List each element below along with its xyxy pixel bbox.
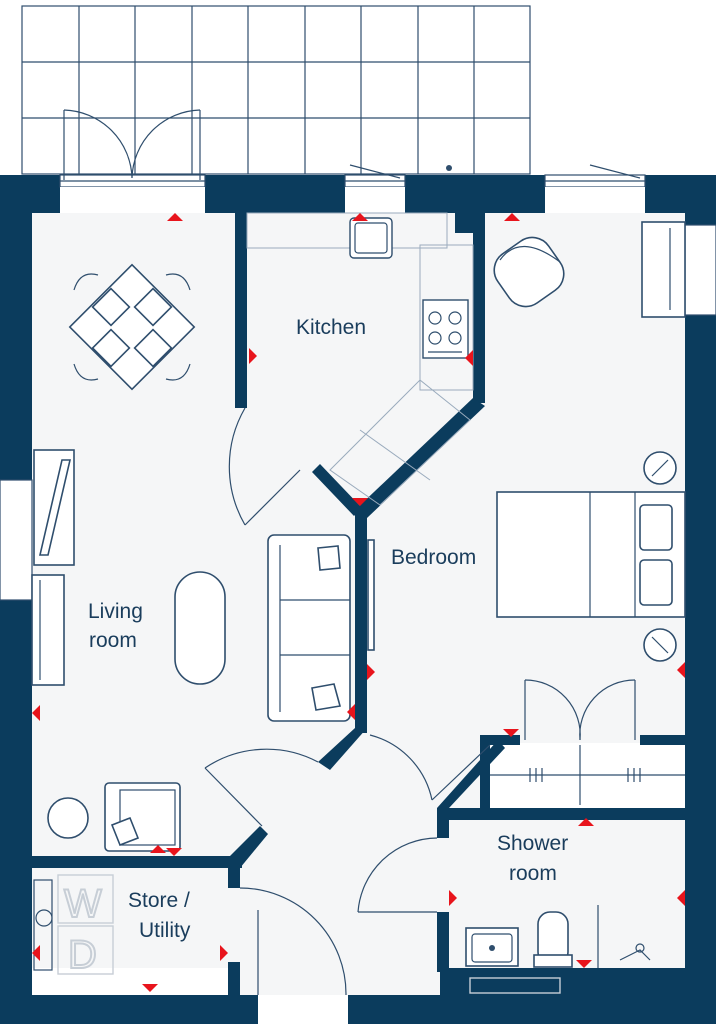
utility-cabinet bbox=[33, 879, 53, 971]
door-hall-shower bbox=[357, 837, 438, 913]
label-living-line2: room bbox=[89, 629, 137, 652]
balcony-paving-grid bbox=[21, 5, 531, 175]
label-shower-line2: room bbox=[509, 862, 557, 885]
dining-table bbox=[68, 263, 196, 391]
tv-unit bbox=[33, 449, 75, 566]
bedside-lamp-bottom bbox=[643, 628, 677, 662]
hob-icon bbox=[422, 299, 469, 359]
basin bbox=[465, 927, 519, 967]
label-bedroom: Bedroom bbox=[391, 546, 476, 569]
door-living-kitchen bbox=[228, 407, 301, 526]
front-door bbox=[239, 887, 347, 996]
toilet bbox=[533, 911, 573, 968]
label-store-line1: Store / bbox=[128, 889, 190, 912]
label-store-line2: Utility bbox=[139, 919, 191, 942]
balcony-french-doors bbox=[63, 109, 641, 180]
side-table bbox=[47, 797, 89, 839]
door-hall-bedroom bbox=[369, 734, 491, 801]
label-living-line1: Living bbox=[88, 600, 143, 623]
svg-text:W: W bbox=[64, 882, 102, 926]
cabinet bbox=[31, 574, 65, 686]
windows bbox=[0, 174, 716, 601]
sofa bbox=[267, 534, 351, 722]
built-in-wardrobe bbox=[490, 679, 685, 805]
bedside-lamp-top bbox=[643, 451, 677, 485]
double-bed bbox=[496, 491, 686, 618]
shower-tray bbox=[469, 977, 561, 994]
wardrobe bbox=[641, 221, 686, 318]
label-shower-line1: Shower bbox=[497, 832, 568, 855]
door-hall-living bbox=[204, 748, 319, 827]
armchair bbox=[104, 782, 181, 852]
svg-text:D: D bbox=[68, 933, 97, 977]
dryer: D bbox=[57, 925, 114, 978]
washing-machine: W bbox=[57, 874, 114, 927]
bedroom-chair bbox=[493, 236, 565, 308]
kitchen-units bbox=[246, 212, 474, 506]
shower-screen bbox=[597, 905, 651, 968]
coffee-table bbox=[174, 571, 226, 685]
label-kitchen: Kitchen bbox=[296, 316, 366, 339]
opening-markers bbox=[32, 213, 685, 992]
bedroom-shelf bbox=[367, 539, 375, 651]
